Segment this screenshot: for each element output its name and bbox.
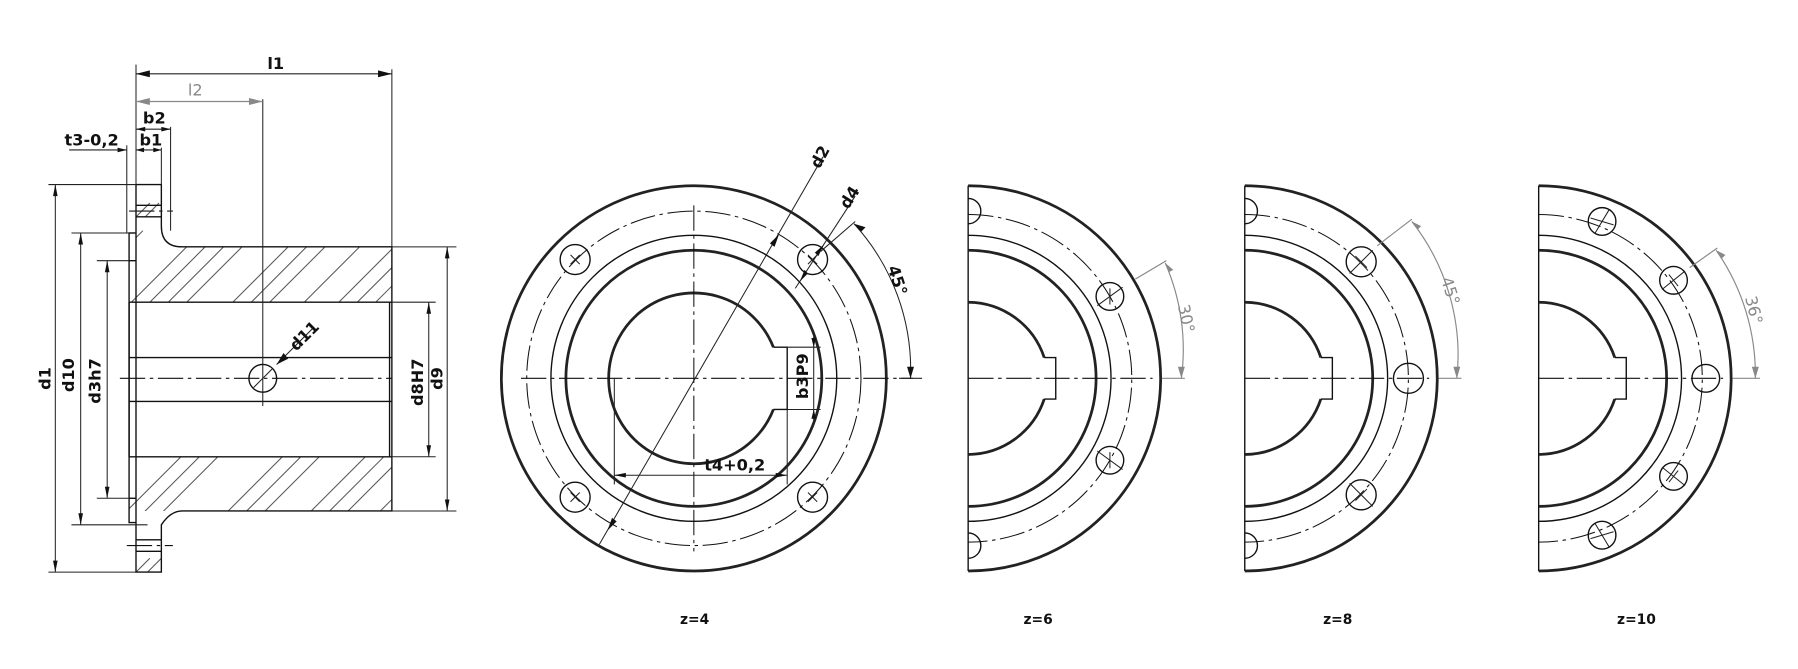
- caption-z6: z=6: [1023, 612, 1052, 628]
- label-angle-30: 30°: [1174, 303, 1199, 335]
- label-t4: t4+0,2: [704, 456, 765, 475]
- caption-z8: z=8: [1323, 612, 1352, 628]
- label-b1: b1: [139, 130, 162, 149]
- label-d8h7: d8H7: [408, 359, 427, 407]
- radial-hole-d11: [248, 363, 278, 393]
- label-d4: d4: [836, 183, 864, 212]
- label-d11: d11: [286, 317, 323, 354]
- label-l2: l2: [188, 81, 203, 100]
- caption-z10: z=10: [1617, 612, 1656, 628]
- label-b3p9: b3P9: [793, 353, 812, 399]
- label-l1: l1: [267, 54, 284, 73]
- label-d2: d2: [806, 142, 833, 171]
- half-view-z10: 36° z=10: [1537, 184, 1766, 628]
- label-b2: b2: [143, 108, 166, 127]
- front-view-z4: d2 d4 45° b3P9 t4+0,2 z=4: [499, 142, 923, 628]
- label-angle-36: 36°: [1741, 294, 1766, 326]
- bolt-holes-z4: [559, 243, 829, 513]
- label-t3: t3-0,2: [65, 130, 119, 149]
- side-section-view: d11 l1 l2 b2 b1 t3-0,2 d: [36, 54, 457, 573]
- label-d1: d1: [36, 367, 55, 390]
- half-view-z8: 45° z=8: [1244, 184, 1464, 628]
- label-angle-45: 45°: [884, 263, 911, 298]
- caption-z4: z=4: [680, 612, 709, 628]
- label-d10: d10: [59, 358, 78, 392]
- half-view-z6: 30° z=6: [967, 184, 1199, 628]
- section-hatch-top: [129, 246, 392, 303]
- label-d9: d9: [428, 367, 447, 390]
- section-hatch-bottom: [129, 456, 392, 511]
- label-angle-45-z8: 45°: [1437, 274, 1464, 307]
- label-d3h7: d3h7: [85, 358, 104, 403]
